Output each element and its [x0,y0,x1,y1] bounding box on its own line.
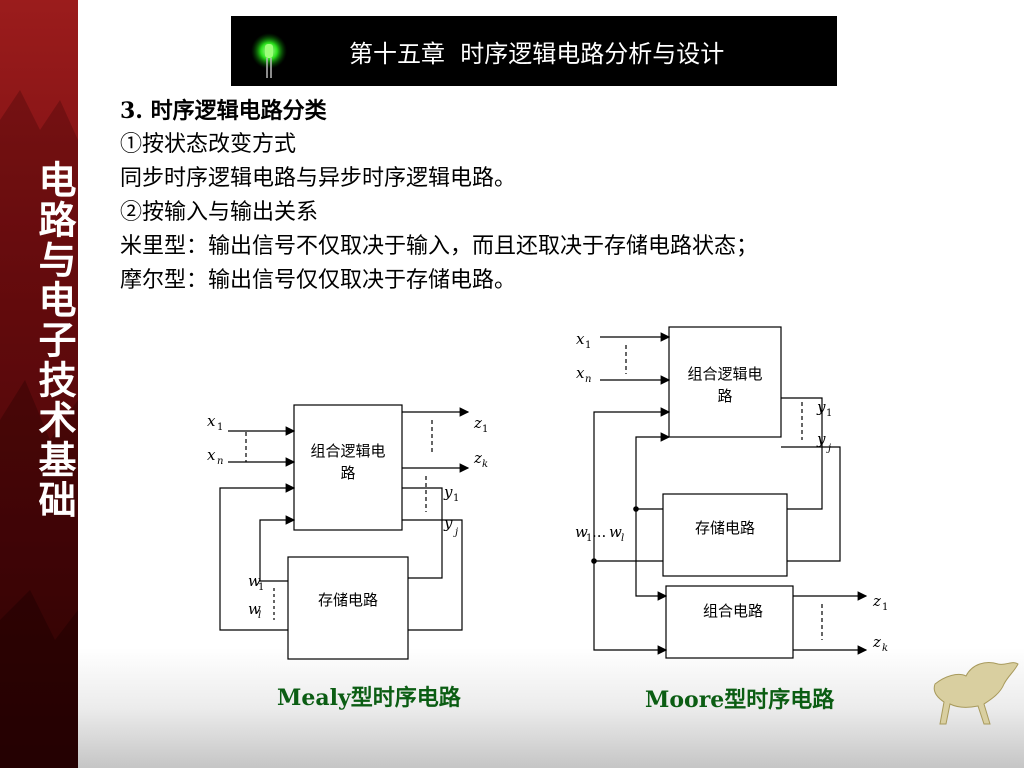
moore-zk-label: z [872,633,881,651]
moore-w1-label: w [575,523,588,541]
mealy-yj-sub: j [453,527,458,538]
content-text: 3. 时序逻辑电路分类 ①按状态改变方式 同步时序逻辑电路与异步时序逻辑电路。 … [120,94,980,298]
text-line: ②按输入与输出关系 [120,200,319,225]
moore-yj-sub: j [826,443,831,454]
moore-wl-sub: l [621,533,624,544]
mealy-diagram [219,404,470,660]
moore-output-label: 组合电路 [703,602,763,620]
mealy-comb-block [293,404,403,531]
mealy-comb-label-1: 组合逻辑电 [310,442,385,460]
sidebar: 电路与电子技术基础 [0,0,78,768]
text-line: ①按状态改变方式 [120,132,297,157]
moore-memory-block [662,493,788,577]
bottom-landscape [78,648,1024,768]
moore-zk-sub: k [882,643,888,654]
moore-w1-sub: 1 [586,533,592,544]
text-line: 米里型：输出信号不仅取决于输入，而且还取决于存储电路状态； [120,234,759,259]
mealy-y1-sub: 1 [453,493,459,504]
mealy-memory-block [287,556,409,660]
mealy-w1-label: w [248,572,261,590]
moore-memory-label: 存储电路 [695,519,755,537]
moore-z1-label: z [872,592,881,610]
mealy-wl-sub: l [258,610,261,621]
moore-x1-sub: 1 [585,340,591,351]
page-title: 第十五章 时序逻辑电路分析与设计 [349,40,725,68]
moore-xn-sub: n [585,374,591,385]
mealy-x1-sub: 1 [217,422,223,433]
moore-x1-label: x [576,330,585,348]
moore-yj-label: y [816,430,826,448]
mealy-comb-label-2: 路 [340,464,355,482]
mealy-x1-label: x [207,412,216,430]
text-line: 同步时序逻辑电路与异步时序逻辑电路。 [120,166,517,191]
text-line: 摩尔型：输出信号仅仅取决于存储电路。 [120,268,517,293]
moore-wl-label: w [609,523,622,541]
mealy-xn-sub: n [217,456,223,467]
moore-w-ellipsis: ... [592,523,606,541]
mealy-labels: 组合逻辑电 路 存储电路 x 1 x n z 1 z k y 1 y j w 1… [207,412,488,621]
sidebar-title: 电路与电子技术基础 [32,160,76,520]
moore-output-block [665,585,794,659]
mealy-z1-label: z [473,414,482,432]
section-heading: 3. 时序逻辑电路分类 [120,98,327,124]
moore-comb-label-1: 组合逻辑电 [687,365,762,383]
mealy-wl-label: w [248,600,261,618]
moore-y1-sub: 1 [826,408,832,419]
moore-xn-label: x [576,364,585,382]
moore-z1-sub: 1 [882,602,888,613]
mealy-memory-label: 存储电路 [318,591,378,609]
horse-icon [933,662,1019,725]
moore-caption: Moore型时序电路 [645,687,835,713]
moore-comb-label-2: 路 [717,387,732,405]
mealy-w1-sub: 1 [258,582,264,593]
header-bar: 第十五章 时序逻辑电路分析与设计 [231,16,837,86]
mealy-yj-label: y [443,514,453,532]
moore-comb-block [668,326,782,438]
moore-diagram [591,326,868,659]
mealy-z1-sub: 1 [482,424,488,435]
moore-labels: 组合逻辑电 路 存储电路 组合电路 x 1 x n y 1 y j w 1 ..… [575,330,888,654]
mealy-zk-label: z [473,449,482,467]
mealy-zk-sub: k [482,459,488,470]
mealy-y1-label: y [443,483,453,501]
mealy-caption: Mealy型时序电路 [277,685,461,711]
mountain-texture [0,90,78,768]
moore-y1-label: y [816,398,826,416]
led-icon [251,33,287,78]
mealy-xn-label: x [207,446,216,464]
